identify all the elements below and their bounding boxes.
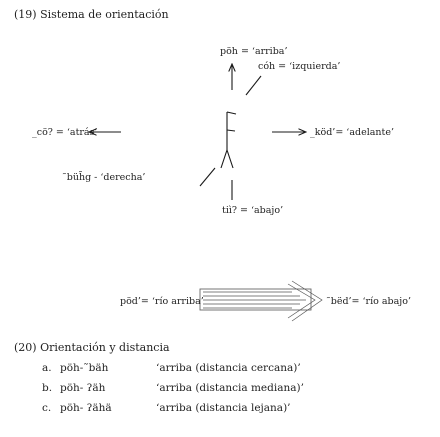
label-upriver: pöd’= ‘río arriba’ xyxy=(120,296,204,307)
label-down: tiì? = ‘abajo’ xyxy=(222,205,284,216)
label-upleft: cóh = ‘izquierda’ xyxy=(258,61,341,72)
row-b-gloss: ‘arriba (distancia mediana)’ xyxy=(156,382,304,394)
row-b-form: pöh- ʔäh xyxy=(60,382,106,394)
label-up: pöh = ‘arriba’ xyxy=(220,46,288,57)
row-b-marker: b. xyxy=(42,382,53,394)
section-20-title: (20) Orientación y distancia xyxy=(14,341,170,354)
label-downriver: ˜bëd’= ‘río abajo’ xyxy=(326,296,411,307)
river-box xyxy=(199,288,312,311)
person-figure-icon xyxy=(220,111,237,169)
label-front: _köd’= ‘adelante’ xyxy=(310,127,394,138)
row-c-form: pöh- ʔähä xyxy=(60,402,112,414)
label-right: ˜büh̃g - ‘derecha’ xyxy=(62,172,146,183)
section-19-title: (19) Sistema de orientación xyxy=(14,8,169,21)
lowleft-diagonal-line xyxy=(199,167,216,187)
row-a-marker: a. xyxy=(42,362,52,374)
row-a-form: pöh-˜bäh xyxy=(60,362,109,374)
river-arrow-icon xyxy=(203,280,323,322)
upright-diagonal-line xyxy=(245,75,262,96)
row-c-gloss: ‘arriba (distancia lejana)’ xyxy=(156,402,291,414)
label-back: _cö? = ‘atrás’ xyxy=(32,127,98,138)
row-c-marker: c. xyxy=(42,402,52,414)
row-a-gloss: ‘arriba (distancia cercana)’ xyxy=(156,362,301,374)
